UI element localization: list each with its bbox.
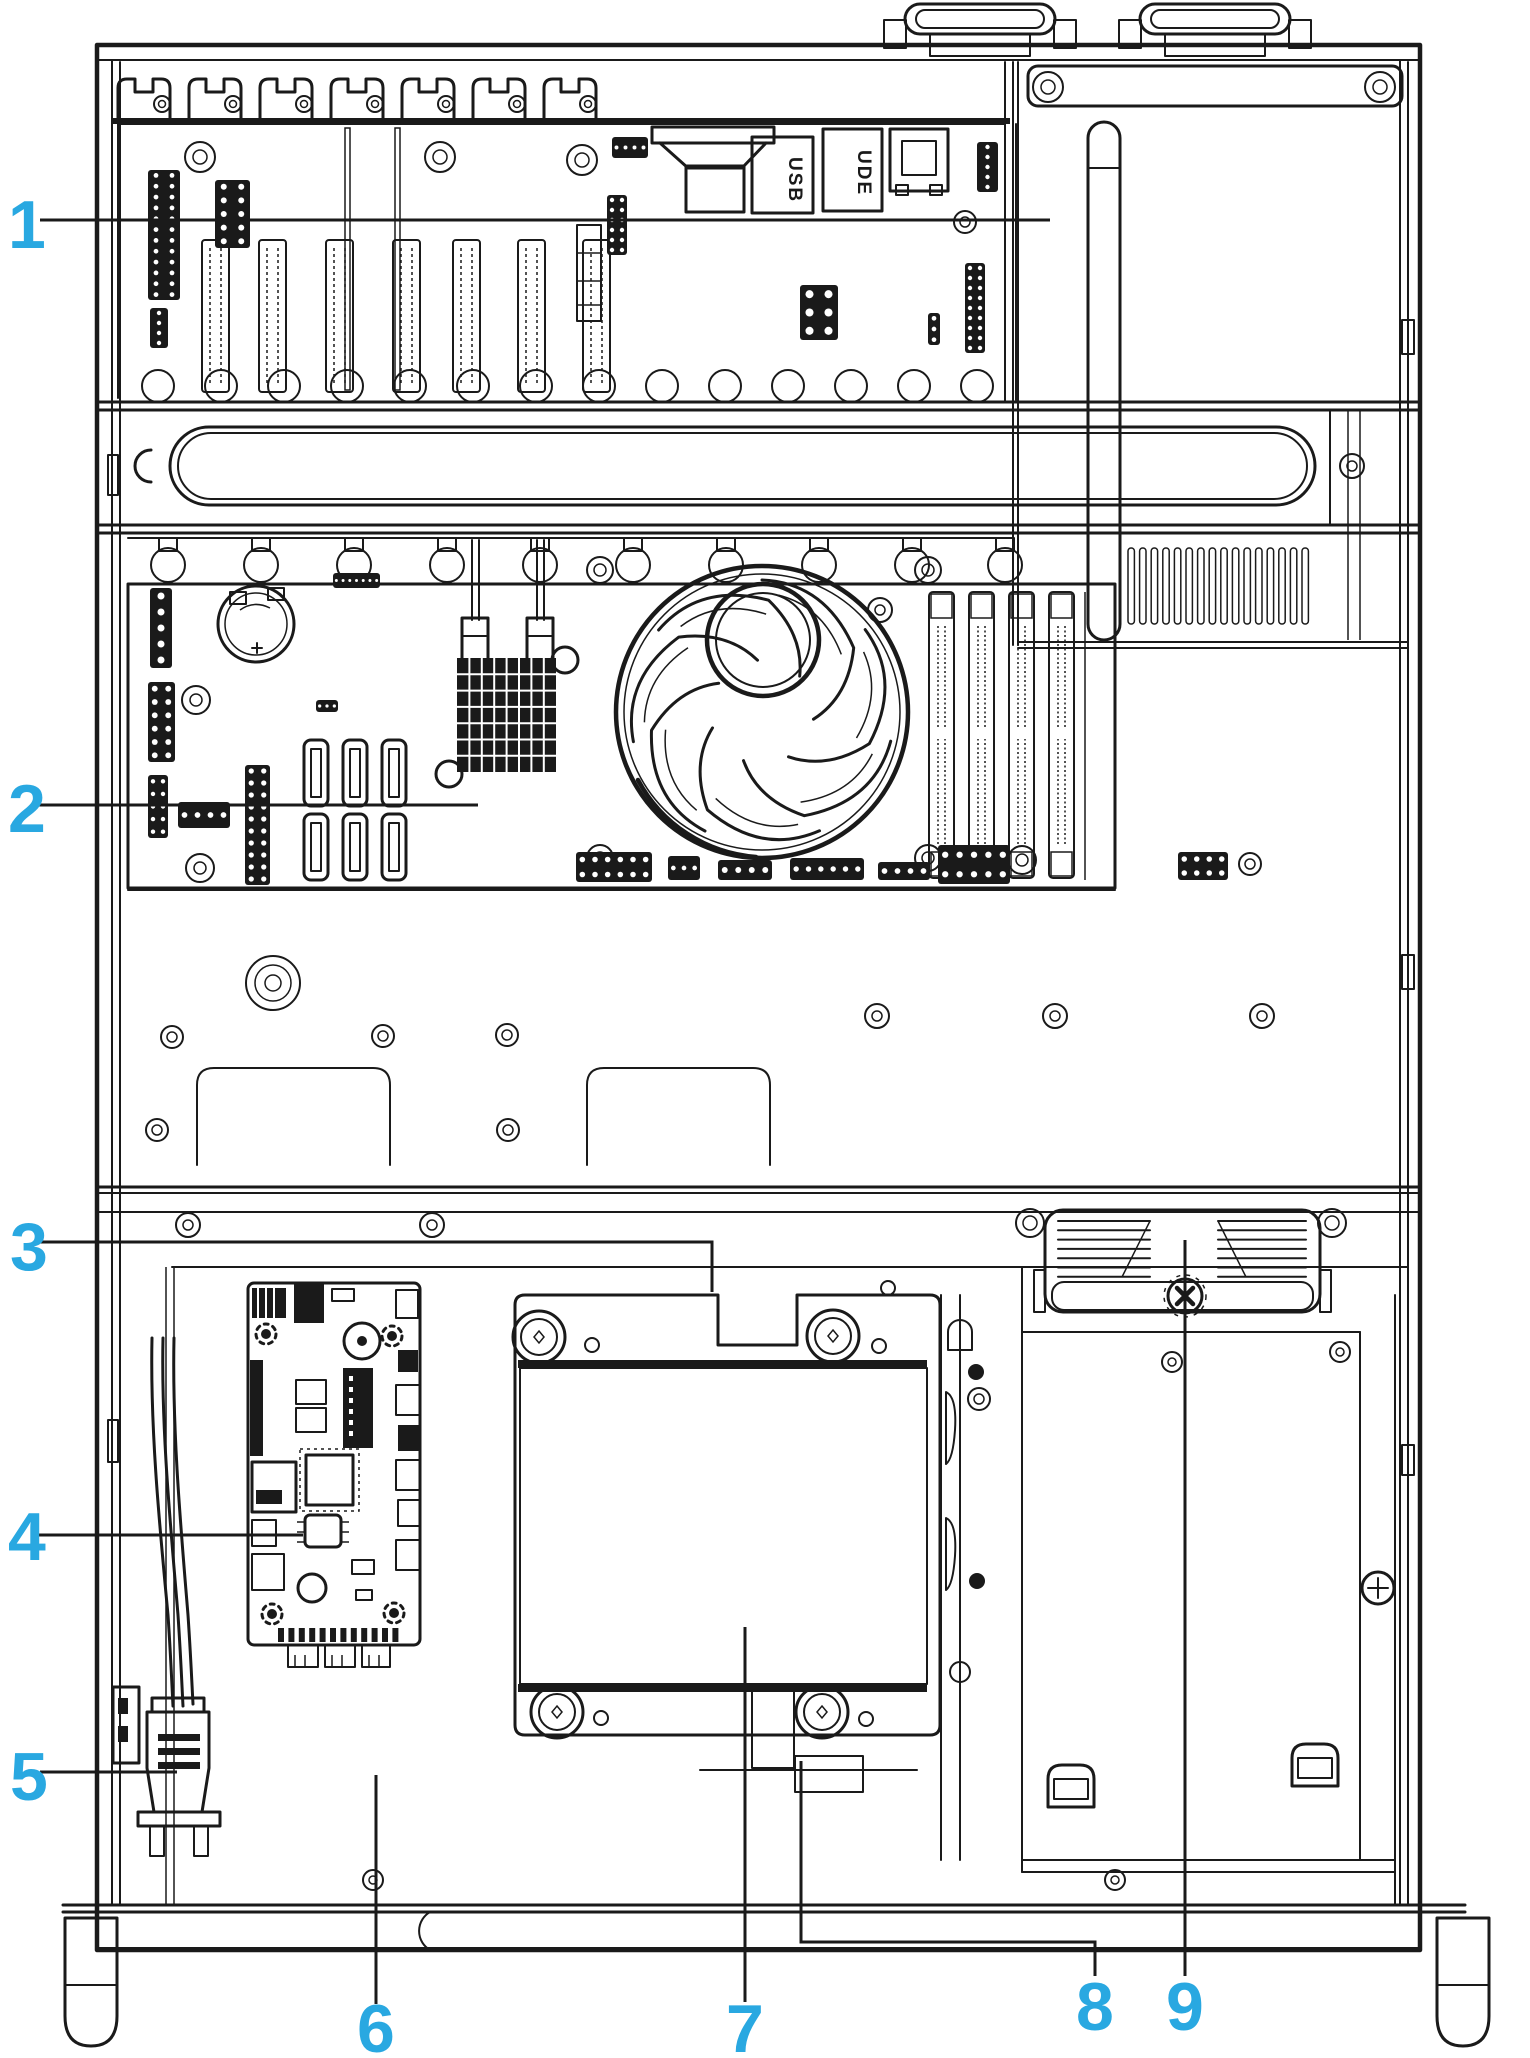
- callout-9: 9: [1166, 1969, 1204, 2045]
- callout-6: 6: [357, 1991, 395, 2058]
- vga-connector-assembly: [111, 1336, 222, 1857]
- hdd-mounting-plate: [511, 1280, 991, 1861]
- chassis-foot-right: [1435, 1916, 1491, 2048]
- pin-headers: [148, 137, 1228, 885]
- backplane-board: USB UDE: [117, 123, 1017, 403]
- motherboard: [126, 563, 1117, 890]
- callout-2: 2: [8, 771, 46, 847]
- drive-bay-cage: [699, 1266, 1396, 1906]
- vga-connector: [136, 1696, 222, 1857]
- internal-system-fan: [1033, 1208, 1332, 1318]
- chassis-foot-left: [63, 1916, 119, 2048]
- card-retention-clamps: [116, 77, 598, 120]
- dimm-slots: [928, 591, 1075, 879]
- cpu-fan: [613, 563, 911, 861]
- callout-3-leader: [40, 1240, 714, 1292]
- expansion-slots: [201, 239, 611, 393]
- auxiliary-pcb: [246, 1281, 422, 1668]
- thumbscrew-right: [1118, 2, 1312, 57]
- cable-clip: [1290, 1742, 1340, 1788]
- callout-3: 3: [10, 1209, 48, 1285]
- cable-clip: [1046, 1763, 1096, 1809]
- phillips-screw: [1360, 1570, 1396, 1606]
- callout-4: 4: [8, 1499, 46, 1575]
- rear-thumbscrews: [883, 2, 1312, 57]
- chipset-heatsink: [434, 645, 580, 789]
- usb-port: [750, 135, 815, 215]
- coin-battery: [216, 584, 296, 664]
- motherboard-tray: [127, 889, 1116, 1166]
- power-supply-area: [1004, 61, 1409, 649]
- callout-1: 1: [8, 187, 46, 263]
- sata-connectors: [302, 738, 408, 882]
- callout-8: 8: [1076, 1969, 1114, 2045]
- ude-port: [821, 127, 884, 213]
- io-connector-cluster: USB UDE: [650, 125, 950, 215]
- motherboard-top-rail: [127, 537, 1023, 664]
- chassis-outline: [94, 42, 1423, 1953]
- thumbscrew-left: [883, 2, 1077, 57]
- callout-8-leader: [799, 1761, 1097, 1976]
- ude-port-label: UDE: [853, 150, 874, 196]
- callout-5: 5: [10, 1739, 48, 1815]
- psu-vent-grille: [1127, 547, 1310, 625]
- callout-7: 7: [726, 1991, 764, 2058]
- front-panel-band: [61, 1903, 1491, 2048]
- lan-port: [888, 127, 950, 193]
- usb-port-label: USB: [784, 157, 805, 203]
- cross-brace-bar: [95, 400, 1422, 535]
